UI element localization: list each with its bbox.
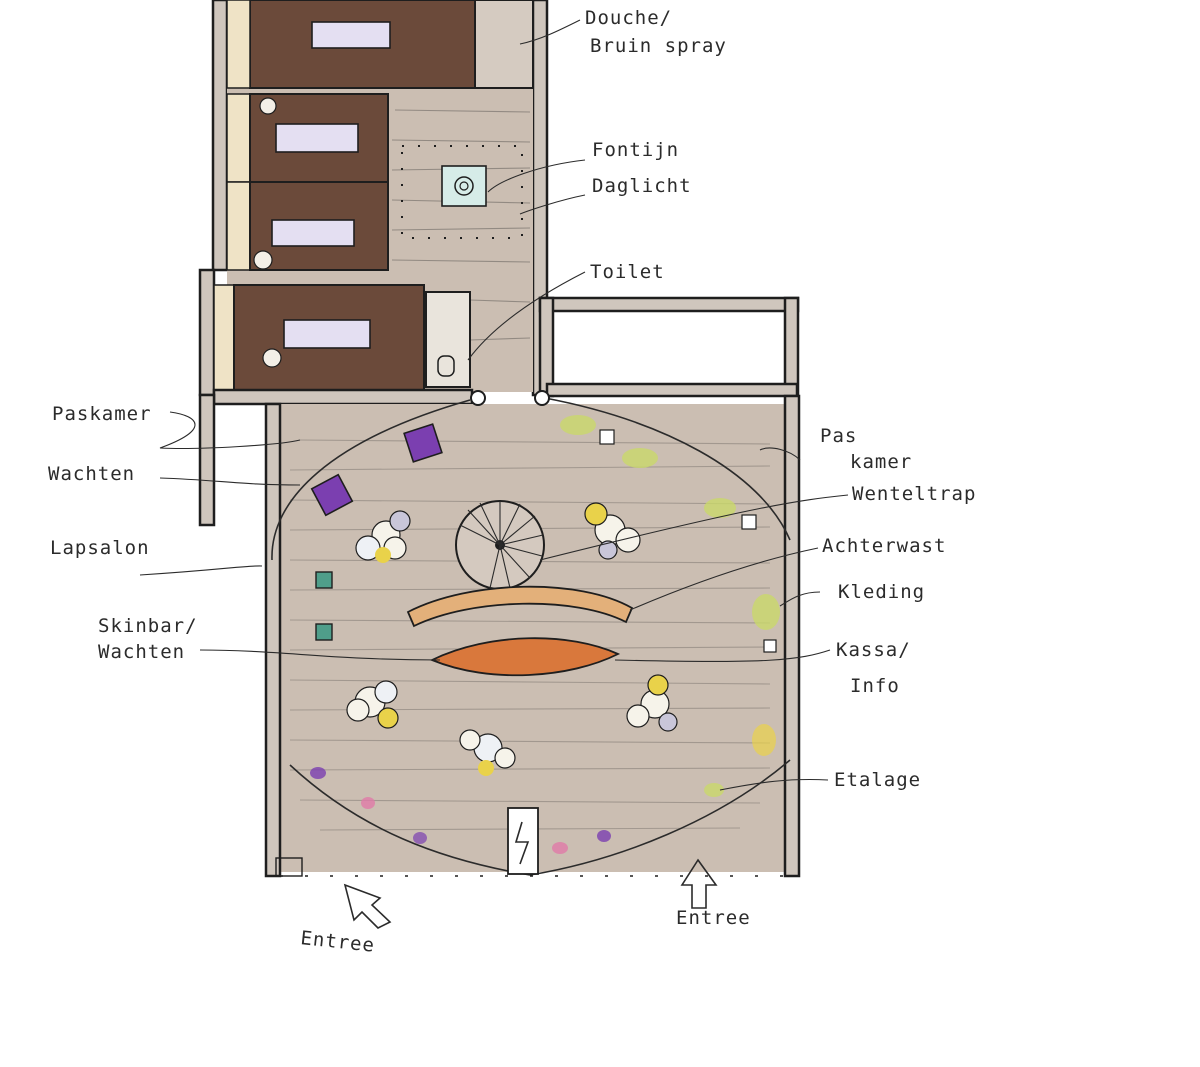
label-wenteltrap: Wenteltrap: [852, 483, 976, 505]
label-skinbar-wachten: Wachten: [98, 641, 185, 663]
furniture: [310, 415, 780, 854]
label-paskamer-right-1: Pas: [820, 425, 857, 447]
entree-arrow-left: [343, 883, 392, 929]
label-paskamer-right-2: kamer: [850, 451, 912, 473]
label-toilet: Toilet: [590, 261, 665, 283]
cabin-wing: [198, 0, 549, 406]
daglicht-skylight: [401, 145, 523, 239]
bed: [271, 219, 355, 247]
kleding-rails: [560, 415, 780, 756]
table-cluster: [355, 510, 411, 563]
label-fontijn: Fontijn: [592, 139, 679, 161]
annotation-labels: Douche/ Bruin spray Fontijn Daglicht Toi…: [48, 7, 976, 957]
leader-lines: [139, 19, 849, 791]
table-cluster: [584, 502, 641, 560]
toilet-room: [425, 291, 471, 388]
label-skinbar: Skinbar/: [98, 615, 198, 637]
fontijn-fountain: [441, 165, 487, 207]
bed: [283, 319, 371, 349]
skinbar-seat: [315, 623, 333, 641]
label-achterwast: Achterwast: [822, 535, 946, 557]
label-kleding: Kleding: [838, 581, 925, 603]
label-wachten-left: Wachten: [48, 463, 135, 485]
kassa-counter: [429, 637, 621, 677]
wachten-chair: [310, 473, 354, 517]
skinbar-seat: [315, 571, 333, 589]
wenteltrap-stair: [455, 500, 545, 590]
etalage-displays: [310, 767, 724, 854]
label-etalage: Etalage: [834, 769, 921, 791]
label-entree-right: Entree: [676, 907, 751, 929]
bed: [275, 123, 359, 153]
storage-room: [538, 296, 800, 398]
table-cluster: [626, 674, 678, 732]
label-paskamer-left: Paskamer: [52, 403, 152, 425]
label-douche: Douche/: [585, 7, 672, 29]
label-daglicht: Daglicht: [592, 175, 692, 197]
achterwast-counter: [406, 585, 634, 628]
wachten-chair: [403, 423, 443, 463]
label-bruin-spray: Bruin spray: [590, 35, 727, 57]
bed: [311, 21, 391, 49]
label-entree-left: Entree: [299, 927, 376, 957]
shop-floor: [198, 390, 801, 878]
entrance-door: [507, 807, 539, 875]
label-info: Info: [850, 675, 900, 697]
table-cluster: [459, 729, 516, 776]
label-kassa: Kassa/: [836, 639, 911, 661]
table-cluster: [346, 680, 399, 729]
entree-arrow-right: [680, 858, 718, 909]
label-lapsalon: Lapsalon: [50, 537, 150, 559]
